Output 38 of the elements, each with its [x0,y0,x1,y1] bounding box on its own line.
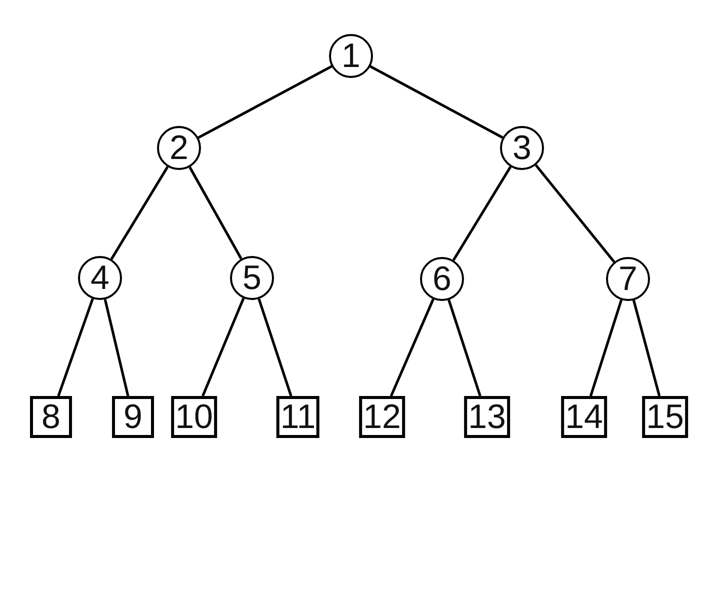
connector-line [452,166,512,261]
connector-line [534,164,616,263]
connector-line [589,300,623,396]
connector-line [370,65,504,139]
square-node [112,396,154,438]
connector-line [110,166,169,260]
node-number: 1 [342,39,360,73]
circle-node [606,257,650,301]
connector-line [448,300,482,396]
node-number: 6 [432,262,452,296]
node-number: 4 [90,261,110,295]
node-number: 11 [280,400,316,434]
node-number: 5 [242,261,262,295]
node-number: 14 [565,400,603,434]
connector-line [188,166,242,260]
node-number: 2 [170,131,188,165]
connector-line [390,298,434,397]
node-number: 10 [175,400,213,434]
circle-node [78,256,122,300]
circle-node [329,34,373,78]
node-number: 9 [124,400,142,434]
square-node [30,396,72,438]
connector-line [202,298,245,396]
circle-node [420,257,464,301]
node-number: 7 [618,262,638,296]
circle-node [500,126,544,170]
circle-node [230,256,274,300]
connector-line [258,298,292,396]
connector-line [57,298,94,396]
node-number: 12 [363,400,401,434]
node-number: 3 [512,131,532,165]
connector-line [104,299,130,396]
node-number: 15 [646,400,684,434]
circle-node [157,126,201,170]
node-number: 8 [42,400,60,434]
node-number: 13 [468,400,506,434]
connector-line [198,65,332,139]
connector-line [632,300,661,396]
